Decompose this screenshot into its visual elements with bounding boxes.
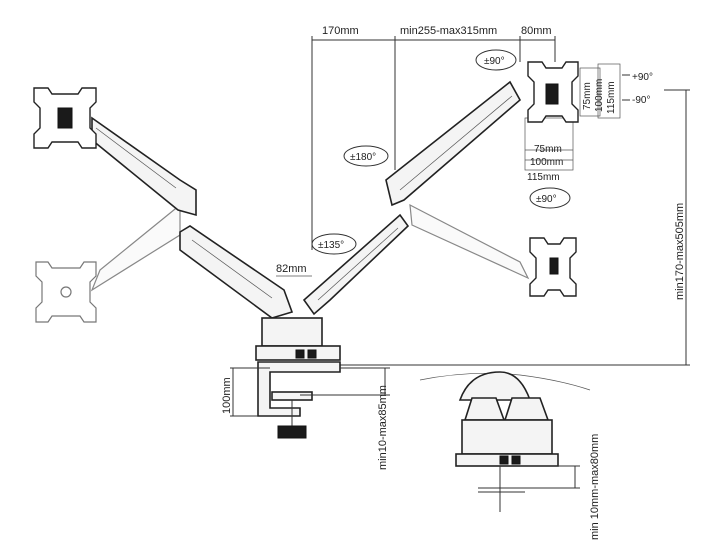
dim-vesa-100-vertical: 100mm [594, 79, 605, 112]
rotation-swivel-bottom: ±90° [536, 194, 557, 205]
rotate-arrow-icon [529, 187, 571, 209]
center-pole [255, 317, 341, 361]
dim-arm-extension: min255-max315mm [400, 25, 497, 37]
vesa-plate-icon [527, 61, 579, 123]
rotation-tilt-up: +90° [632, 72, 653, 83]
top-dimension-lines [311, 36, 556, 250]
clamp-dimension-lines [230, 367, 390, 417]
right-arm-ghost [409, 203, 577, 297]
left-arm-ghost [35, 203, 181, 323]
vesa-plate-icon [33, 87, 97, 149]
rotation-swivel-top: ±90° [484, 56, 505, 67]
dim-80mm: 80mm [521, 25, 552, 37]
grommet-dimension-lines [520, 465, 580, 489]
dim-vesa-75-horizontal: 75mm [534, 144, 562, 155]
vesa-size-inset [524, 63, 621, 171]
grommet-detail [419, 371, 591, 512]
tilt-arrow-icon [622, 74, 630, 101]
dim-vesa-115-vertical: 115mm [606, 81, 617, 114]
dim-vesa-100-horizontal: 100mm [530, 157, 563, 168]
rotation-arm-180: ±180° [350, 152, 376, 163]
rotation-arm-135: ±135° [318, 240, 344, 251]
dim-clamp-range: min10-max85mm [377, 385, 389, 470]
dim-height-range: min170-max505mm [674, 203, 686, 300]
rotate-arrow-icon [475, 49, 517, 71]
rotate-arrow-icon [311, 233, 357, 255]
height-dimension-lines [330, 89, 690, 366]
left-arm [33, 87, 294, 319]
dim-vesa-75-vertical: 75mm [582, 82, 593, 110]
vesa-plate-icon [529, 237, 577, 297]
desk-clamp [257, 361, 341, 439]
dim-vesa-115-horizontal: 115mm [527, 172, 560, 183]
rotation-tilt-down: -90° [632, 95, 650, 106]
dim-82mm: 82mm [276, 263, 307, 275]
dim-170mm: 170mm [322, 25, 359, 37]
vesa-plate-icon [35, 261, 97, 323]
rotate-arrow-icon [343, 145, 389, 167]
right-arm [302, 61, 579, 316]
dim-clamp-100mm: 100mm [221, 377, 233, 414]
dim-grommet-range: min 10mm-max80mm [589, 434, 601, 540]
